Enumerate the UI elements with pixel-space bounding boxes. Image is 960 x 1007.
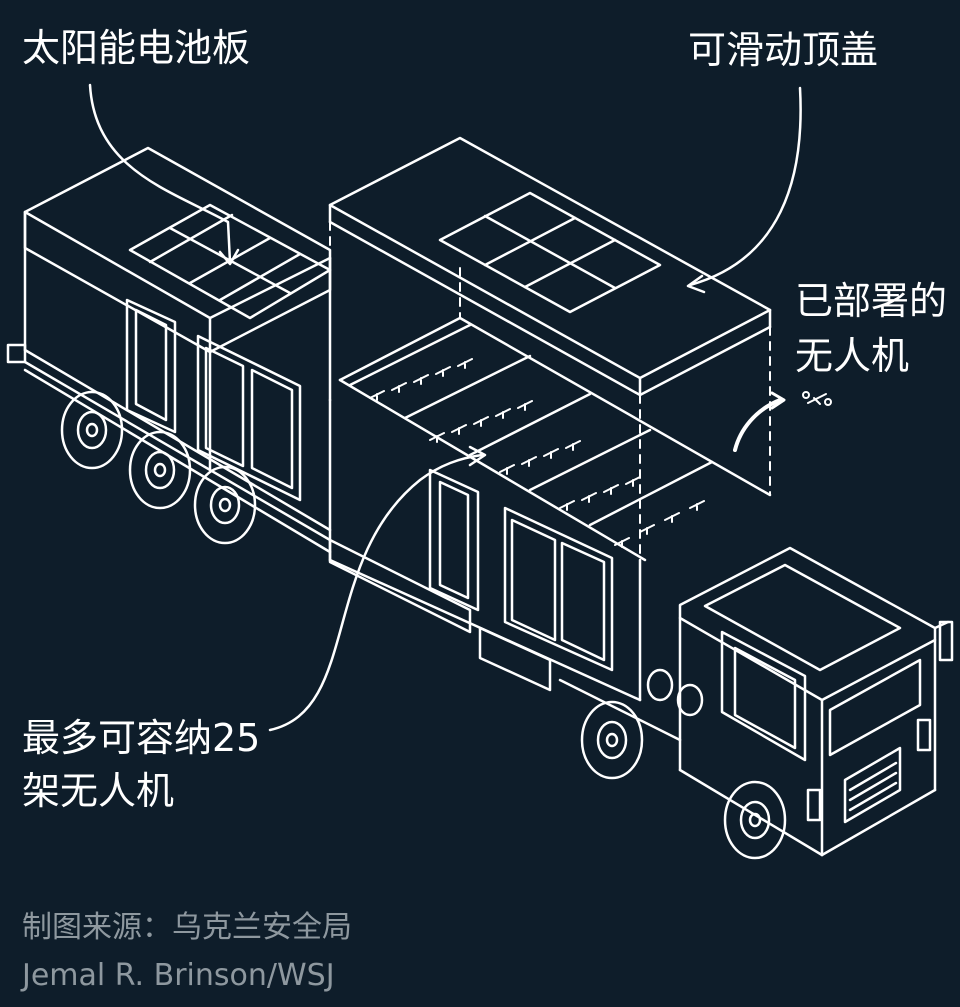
capacity-label-line2: 架无人机 <box>22 769 175 813</box>
wheel <box>580 700 644 780</box>
rear-container-roof <box>23 146 332 354</box>
rear-container <box>6 146 332 554</box>
deployed-drones-label-line1: 已部署的 <box>795 279 948 323</box>
side-door-double <box>503 506 614 672</box>
deployed-drones-label-line2: 无人机 <box>795 334 910 378</box>
stored-drones <box>369 358 705 548</box>
chassis-rail <box>6 343 27 364</box>
rear-window <box>125 298 177 434</box>
deploy-arrow <box>733 398 782 452</box>
cab-windshield <box>720 630 807 762</box>
wheel <box>128 430 192 510</box>
wheel <box>60 390 124 470</box>
solar-panel-label: 太阳能电池板 <box>22 26 251 70</box>
callout-arrows <box>88 83 802 732</box>
rear-double-door <box>196 334 302 502</box>
wheels <box>60 390 787 860</box>
sliding-roof-label: 可滑动顶盖 <box>688 28 879 72</box>
roof-guide-lines <box>329 221 771 561</box>
underside-details <box>328 538 704 742</box>
wheel <box>193 465 257 545</box>
sliding-roof-arrow <box>688 86 802 287</box>
capacity-label-line1: 最多可容纳25 <box>22 716 261 760</box>
truck-cab <box>678 546 954 857</box>
sliding-roof <box>328 136 772 397</box>
wheel <box>723 780 787 860</box>
side-door-small <box>428 468 480 612</box>
author-credit: Jemal R. Brinson/WSJ <box>22 958 335 993</box>
solar-panel-arrow <box>88 83 232 264</box>
drone-bay-container <box>328 316 772 702</box>
deployed-drone-icon <box>802 391 832 406</box>
cab-grille <box>843 746 902 824</box>
source-credit: 制图来源：乌克兰安全局 <box>22 910 352 945</box>
capacity-arrow <box>268 453 484 732</box>
